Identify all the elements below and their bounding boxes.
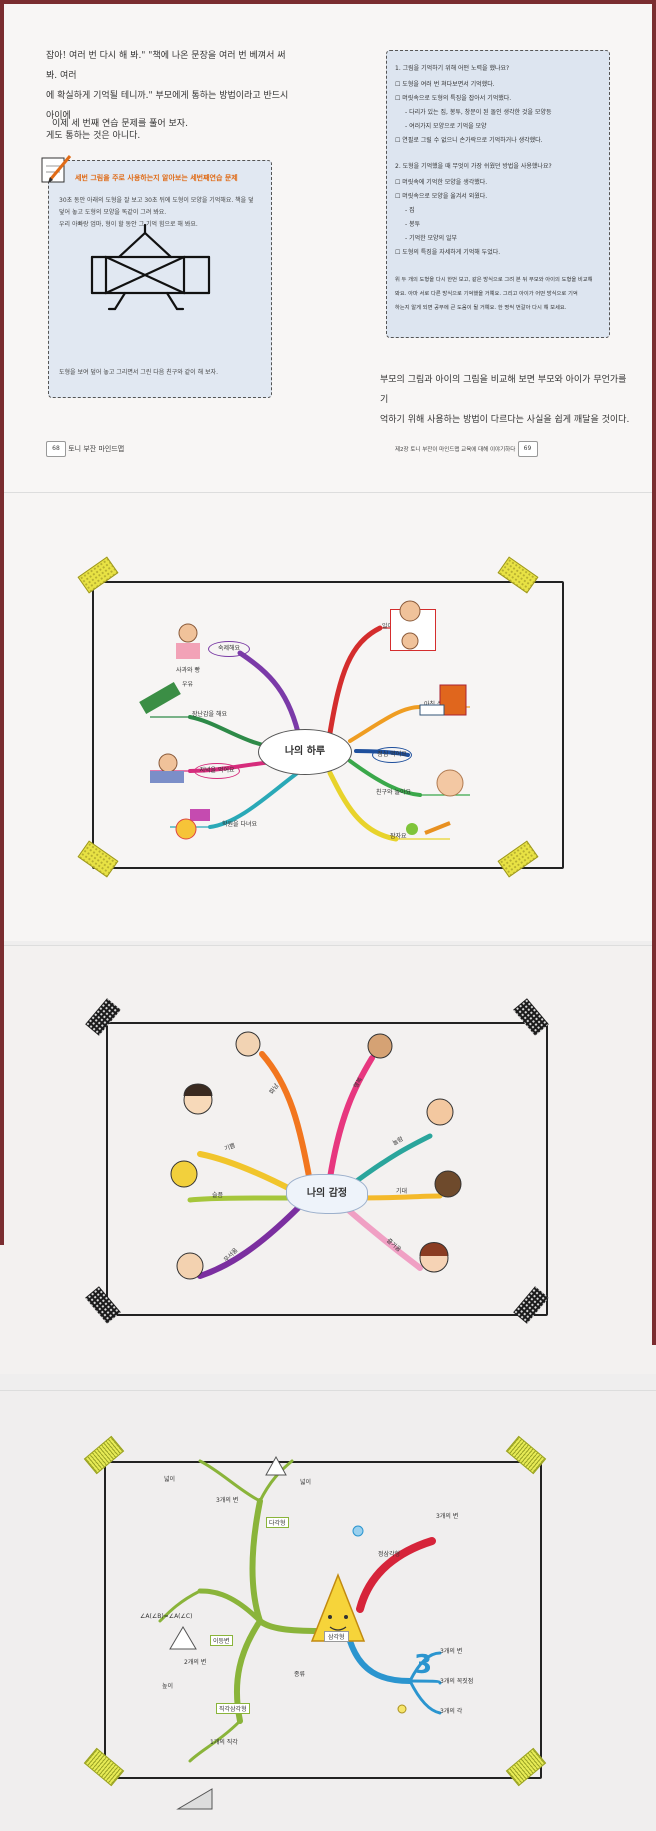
branch-label: 저녁을 먹어요 (194, 763, 240, 779)
branch-label: 높이 (162, 1683, 174, 1690)
branch-label: 넓이 (300, 1479, 312, 1486)
left-paragraph-2: 이제 세 번째 연습 문제를 풀어 보자. (52, 119, 188, 129)
branch-label: 학원을 다녀요 (222, 821, 258, 828)
text-line: 잡아! 여러 번 다시 해 봐." "책에 나온 문장을 여러 번 베껴서 써 … (46, 51, 286, 81)
item-text: 연필로 그릴 수 없으니 손가락으로 기억하거나 생각했다. (402, 137, 543, 144)
pencil-icon (41, 155, 72, 183)
mindmap-triangle: 3 삼각형 넓이 3개의 변 넓이 다각형 ∠A(∠B)=∠A(∠C) 이등변 … (0, 1390, 656, 1831)
face-illustrations (170, 1031, 462, 1280)
house-shape-drawing (90, 223, 211, 311)
sub-item: - 여러가지 모양으로 기억을 모양 (405, 123, 487, 130)
sub-item: - 기억한 모양의 일부 (405, 235, 458, 242)
checkbox-item[interactable]: ☐ 연필로 그릴 수 없으니 손가락으로 기억하거나 생각했다. (395, 137, 543, 144)
checkbox-item[interactable]: ☐ 머릿속에 기억한 모양을 생각했다. (395, 179, 488, 186)
exercise-line: 30초 동안 아래의 도형을 잘 보고 30초 뒤에 도형이 모양을 기억해요.… (59, 197, 254, 204)
item-text: 머릿속으로 도형의 특징을 잡아서 기억했다. (402, 95, 512, 102)
mindmap-center: 나의 하루 (258, 729, 352, 775)
left-paragraph: 잡아! 여러 번 다시 해 봐." "책에 나온 문장을 여러 번 베껴서 써 … (46, 46, 296, 146)
mindmap-frame (104, 1461, 542, 1779)
checkbox-item[interactable]: ☐ 도형을 여러 번 쳐다보면서 기억했다. (395, 81, 495, 88)
mindmap-daily: 나의 하루 숙제해요 사과와 빵 우유 장난감을 해요 저녁을 먹어요 학원을 … (0, 492, 656, 941)
triangle-character: 3 (169, 1455, 432, 1810)
text-line: 억하기 위해 사용하는 방법이 다르다는 사실을 쉽게 깨달을 것이다. (380, 415, 630, 425)
branch-label: 친구와 놀아요 (376, 789, 412, 796)
right-paragraph: 부모의 그림과 아이의 그림을 비교해 보면 부모와 아이가 무언가를 기 억하… (380, 370, 630, 430)
branch-label: 잠자요 (390, 833, 407, 840)
sub-item: - 봉투 (405, 221, 421, 228)
branch-label: 3개의 변 (436, 1513, 459, 1520)
formula-label: ∠A(∠B)=∠A(∠C) (140, 1613, 193, 1620)
item-text: 도형을 여러 번 쳐다보면서 기억했다. (402, 81, 495, 88)
tail-text: 봐요. 아마 서로 다른 방식으로 기억했을 거예요. 그리고 아이가 어떤 방… (395, 291, 578, 297)
tail-text: 위 두 개의 도형을 다시 한번 보고, 같은 방식으로 그려 본 뒤 부모와 … (395, 277, 593, 283)
book-spread: 잡아! 여러 번 다시 해 봐." "책에 나온 문장을 여러 번 베껴서 써 … (0, 0, 656, 492)
branch-label: 이등변 (210, 1635, 233, 1646)
page-label: 제2장 토니 부잔이 마인드맵 교육에 대해 이야기하다 (395, 447, 516, 453)
question-1: 1. 그림을 기억하기 위해 어떤 노력을 했나요? (395, 65, 510, 72)
question-2: 2. 도형을 기억했을 때 무엇이 가장 쉬웠던 방법을 사용했나요? (395, 163, 552, 170)
mindmap-center: 삼각형 (324, 1631, 349, 1642)
branch-label: 1개의 직각 (210, 1739, 238, 1746)
page-footer-left: 68 토니 부잔 마인드맵 (46, 441, 124, 457)
exercise-box-left: 세번 그림을 주로 사용하는지 알아보는 세번째연습 문제 30초 동안 아래의… (48, 160, 272, 398)
mindmap-center-cloud: 나의 감정 (286, 1174, 368, 1214)
branch-label: 점심 먹어요 (372, 747, 412, 763)
checkbox-item[interactable]: ☐ 도형의 특징을 자세하게 기억해 두었다. (395, 249, 501, 256)
text-line: 게도 통하는 것은 아니다. (46, 131, 141, 141)
exercise-line: 우리 아빠랑 엄마, 형이 할 동안 그 기억 힘으로 해 봐요. (59, 221, 198, 228)
branch-label: 2개의 변 (184, 1659, 207, 1666)
svg-text:3: 3 (414, 1650, 432, 1680)
checkbox-item[interactable]: ☐ 머릿속으로 도형의 특징을 잡아서 기억했다. (395, 95, 512, 102)
branch-sublabel: 사과와 빵 (176, 667, 200, 674)
item-text: 머릿속에 기억한 모양을 생각했다. (402, 179, 488, 186)
top-border (0, 0, 656, 4)
branch-label: 3개의 변 (216, 1497, 239, 1504)
branch-label: 3개의 변 (440, 1648, 463, 1655)
branch-sublabel: 우유 (182, 681, 194, 688)
mindmap-frame (106, 1022, 548, 1316)
mindmap-emotions: 나의 감정 화남 기쁨 슬픔 무서움 행복 놀람 기대 즐거움 (0, 945, 656, 1374)
branch-label: 장난감을 해요 (192, 711, 228, 718)
branch-label: 슬픔 (212, 1192, 224, 1199)
mindmap-frame (92, 581, 564, 869)
branch-label: 기대 (396, 1188, 408, 1195)
branch-label: 정삼각형 (378, 1551, 401, 1558)
sub-item: - 집 (405, 207, 415, 214)
page-number: 69 (517, 441, 538, 457)
branch-label: 종류 (294, 1671, 306, 1678)
branch-label: 3개의 꼭짓점 (440, 1678, 474, 1685)
item-text: 머릿속으로 모양을 옮겨서 외웠다. (402, 193, 488, 200)
child-illustrations (139, 600, 467, 840)
exercise-line: 덮어 놓고 도형의 모양을 똑같이 그려 봐요. (59, 209, 167, 216)
text-line: 부모의 그림과 아이의 그림을 비교해 보면 부모와 아이가 무언가를 기 (380, 375, 627, 405)
page-label: 토니 부잔 마인드맵 (68, 445, 125, 453)
page-edge-left (0, 0, 4, 1245)
branch-label: 숙제해요 (208, 641, 250, 657)
exercise-title: 세번 그림을 주로 사용하는지 알아보는 세번째연습 문제 (75, 174, 238, 182)
page-number: 68 (46, 441, 66, 457)
page-edge-right (652, 0, 656, 1345)
branch-label: 직각삼각형 (216, 1703, 250, 1714)
checkbox-item[interactable]: ☐ 머릿속으로 모양을 옮겨서 외웠다. (395, 193, 488, 200)
page-footer-right: 제2장 토니 부잔이 마인드맵 교육에 대해 이야기하다 69 (395, 441, 538, 457)
branch-label: 다각형 (266, 1517, 289, 1528)
branch-label: 3개의 각 (440, 1708, 463, 1715)
mindmap-branches (187, 1051, 443, 1279)
sub-item: - 다리가 있는 집, 봉투, 창문이 된 돌인 생각한 것을 모양등 (405, 109, 552, 116)
item-text: 도형의 특징을 자세하게 기억해 두었다. (402, 249, 501, 256)
text-line: 에 확실하게 기억될 테니까." 부모에게 통하는 방법이라고 반드시 아이에 (46, 91, 289, 121)
tail-text: 하는지 알게 되면 공부에 큰 도움이 될 거예요. 한 명씩 번갈아 다시 해… (395, 305, 567, 311)
exercise-bottom-text: 도형을 보여 덮어 놓고 그리면서 그린 다음 친구와 같이 해 보자. (59, 369, 218, 376)
question-box-right: 1. 그림을 기억하기 위해 어떤 노력을 했나요? ☐ 도형을 여러 번 쳐다… (386, 50, 610, 338)
branch-label: 넓이 (164, 1476, 176, 1483)
